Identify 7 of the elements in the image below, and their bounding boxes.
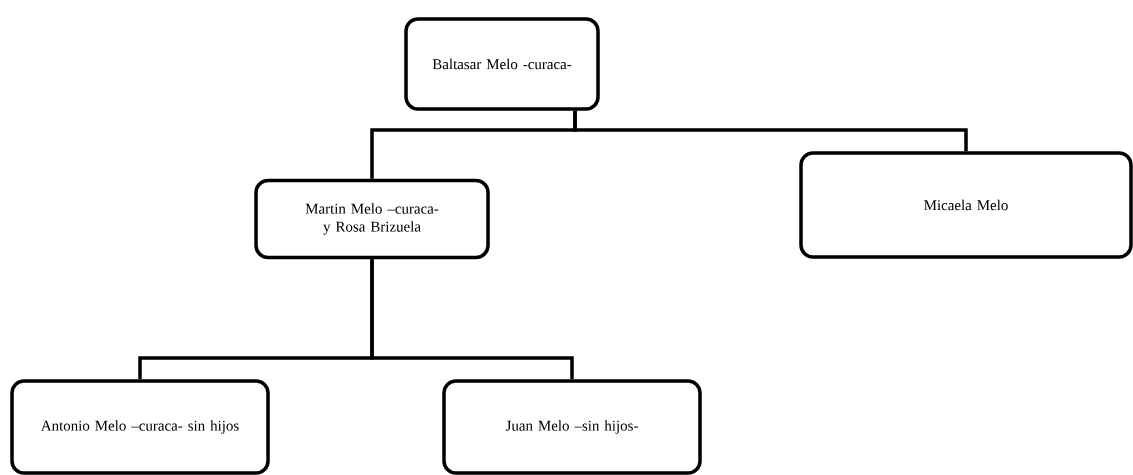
person-box: Baltasar Melo -curaca- (404, 17, 600, 111)
person-box: Juan Melo –sin hijos- (442, 379, 702, 475)
connector-line (573, 110, 968, 152)
person-box: Antonio Melo –curaca- sin hijos (10, 379, 270, 475)
person-box: Micaela Melo (799, 151, 1133, 259)
person-box: Martin Melo –curaca- y Rosa Brizuela (254, 178, 490, 260)
connector-line (370, 259, 574, 380)
